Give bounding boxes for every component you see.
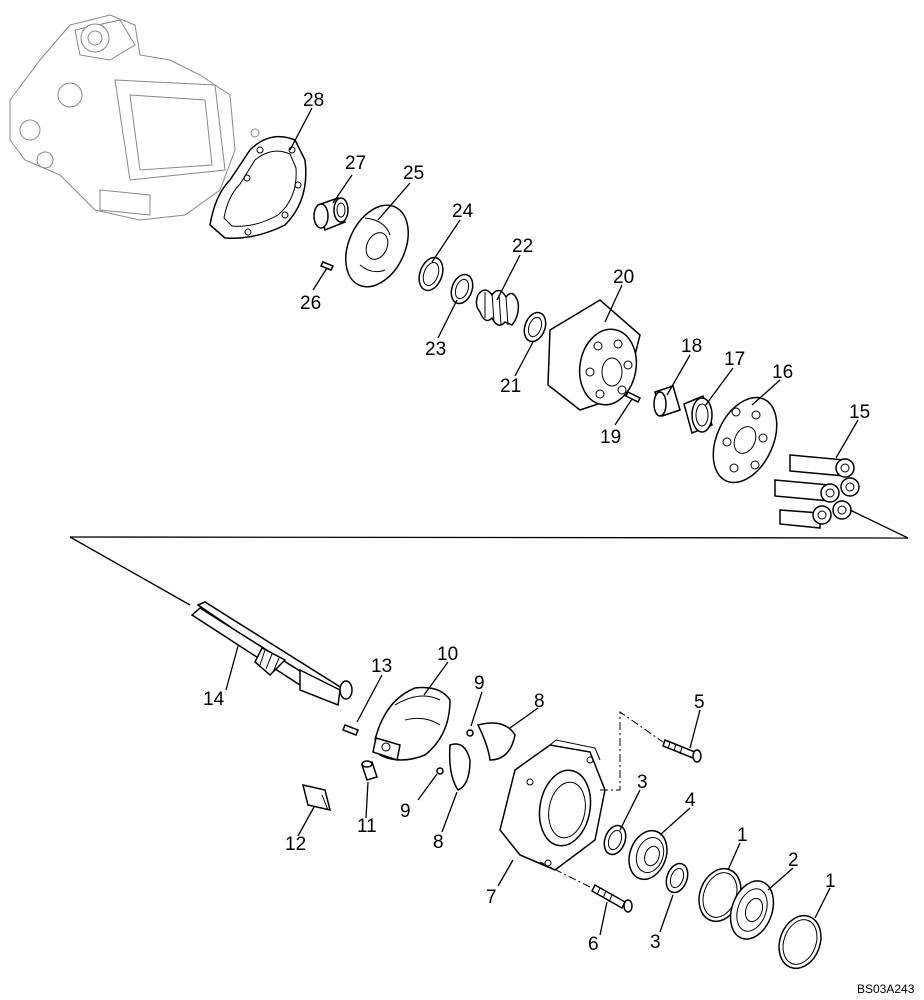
- part-3-ring-upper: [603, 824, 627, 856]
- part-21-ring: [523, 311, 547, 343]
- callout-2: 2: [788, 850, 799, 871]
- part-7-end-cover: [499, 739, 606, 871]
- part-4-bearing: [628, 829, 668, 881]
- part-9-ball-upper: [466, 729, 474, 737]
- part-11-pin: [361, 760, 378, 781]
- callout-28: 28: [303, 90, 324, 111]
- callout-9-lower: 9: [400, 801, 411, 822]
- explode-connector-right: [849, 509, 909, 539]
- part-22-spring: [475, 289, 520, 326]
- callout-1-lower: 1: [825, 871, 836, 892]
- part-5-bolt: [662, 739, 702, 763]
- callout-15: 15: [849, 402, 870, 423]
- part-28-gasket: [209, 135, 307, 239]
- part-10-swashplate: [372, 686, 451, 761]
- callout-19: 19: [600, 427, 621, 448]
- part-9-ball-lower: [436, 767, 444, 775]
- callout-8-lower: 8: [433, 832, 444, 853]
- part-24-ring: [418, 256, 444, 292]
- part-8-bearing-upper: [476, 722, 516, 761]
- callout-11: 11: [357, 816, 377, 837]
- reference-code: BS03A243: [857, 982, 915, 996]
- part-12-key: [301, 783, 332, 812]
- part-14-shaft: [190, 601, 353, 707]
- callout-3-lower: 3: [650, 932, 661, 953]
- callouts: 28 27 25 24 22 20 26 23 21 18 17 16 15 1…: [203, 90, 915, 996]
- part-19-pin: [624, 390, 642, 404]
- part-20-cylinder-block: [547, 299, 641, 411]
- part-26-pin: [319, 261, 335, 271]
- part-1-snap-ring-lower: [778, 914, 822, 970]
- callout-7: 7: [486, 887, 497, 908]
- callout-8-upper: 8: [534, 691, 545, 712]
- explode-connector-left: [69, 536, 191, 606]
- callout-23: 23: [425, 339, 446, 360]
- leader-lines: [225, 107, 859, 936]
- callout-24: 24: [452, 201, 474, 222]
- callout-3-upper: 3: [637, 772, 648, 793]
- explode-lines-bolts: [539, 711, 664, 889]
- part-18-sleeve: [653, 385, 681, 417]
- part-25-port-plate: [345, 204, 409, 288]
- callout-5: 5: [694, 692, 705, 713]
- pump-housing: [9, 14, 260, 221]
- callout-27: 27: [345, 153, 366, 174]
- callout-26: 26: [300, 293, 321, 314]
- callout-20: 20: [613, 267, 634, 288]
- callout-1-upper: 1: [737, 825, 748, 846]
- callout-22: 22: [512, 236, 533, 257]
- part-13-pin: [342, 724, 359, 736]
- part-3-ring-lower: [665, 862, 689, 894]
- part-23-washer: [450, 273, 474, 305]
- part-8-bearing-lower: [448, 743, 471, 791]
- callout-14: 14: [203, 689, 225, 710]
- part-16-retainer-plate: [712, 396, 778, 484]
- callout-6: 6: [588, 934, 599, 955]
- callout-17: 17: [724, 349, 745, 370]
- callout-25: 25: [403, 163, 424, 184]
- callout-16: 16: [772, 362, 793, 383]
- callout-4: 4: [685, 790, 696, 811]
- callout-10: 10: [437, 644, 458, 665]
- callout-21: 21: [500, 376, 521, 397]
- callout-13: 13: [371, 656, 392, 677]
- callout-18: 18: [681, 336, 702, 357]
- part-27-bearing: [313, 197, 349, 232]
- explode-connector-mid: [69, 536, 909, 539]
- part-15-pistons: [774, 454, 860, 529]
- part-6-bolt: [591, 883, 633, 913]
- callout-12: 12: [285, 834, 306, 855]
- callout-9-upper: 9: [474, 673, 485, 694]
- part-2-seal: [729, 880, 775, 940]
